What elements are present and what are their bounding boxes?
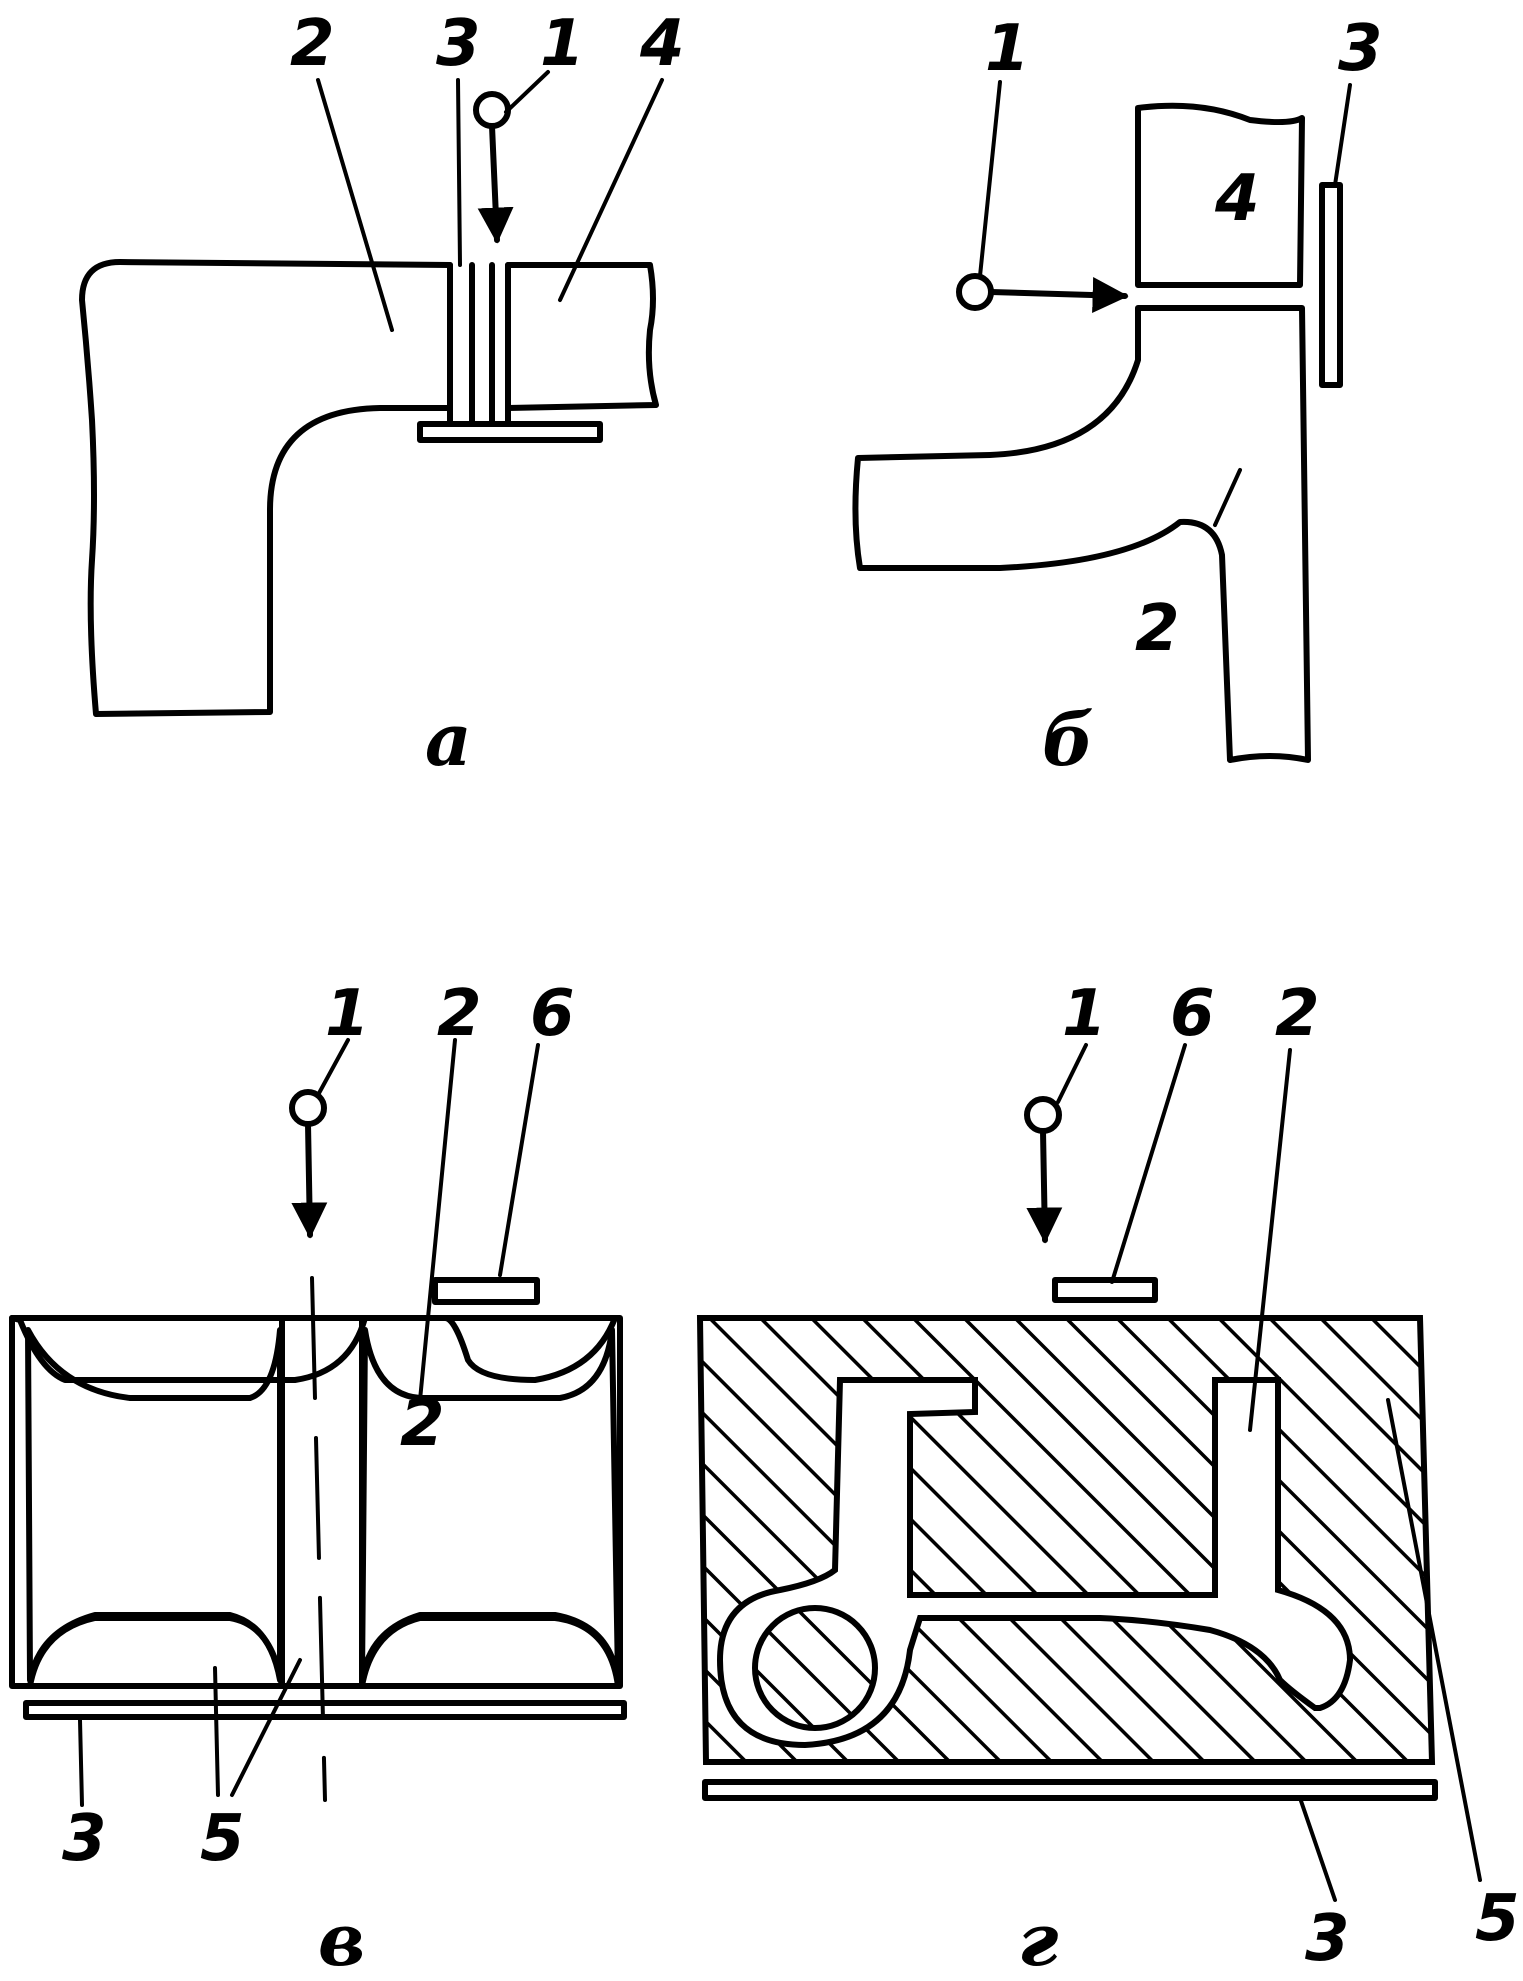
panel-g: 1 6 2 3 5 г — [696, 977, 1520, 1981]
hatched-mold-body — [696, 1315, 1436, 1765]
label-1: 1 — [540, 7, 585, 81]
hatched-bottom-left — [27, 1615, 285, 1689]
thin-gap-channel — [447, 262, 511, 427]
label-6: 6 — [530, 977, 575, 1051]
label-2: 2 — [437, 977, 482, 1051]
label-2-inner: 2 — [400, 1387, 445, 1461]
film-detector-3 — [702, 1779, 1438, 1801]
label-3: 3 — [62, 1802, 107, 1876]
radiation-source-1 — [956, 273, 1129, 314]
leader-lines — [316, 70, 664, 332]
leader-lines — [1056, 1043, 1482, 1902]
caption-v: в — [318, 1897, 365, 1981]
label-1: 1 — [985, 12, 1030, 86]
film-detector-3 — [1319, 182, 1343, 388]
label-2: 2 — [1275, 977, 1320, 1051]
part-2-left-body — [79, 259, 453, 717]
panel-v: 1 2 6 2 3 5 в — [9, 977, 627, 1981]
label-3: 3 — [436, 7, 481, 81]
part-4-upper-block — [1135, 102, 1305, 288]
label-5: 5 — [200, 1802, 245, 1876]
hatched-bottom-right — [359, 1615, 621, 1689]
label-1: 1 — [1062, 977, 1107, 1051]
round-core — [752, 1605, 878, 1731]
radiation-source-1 — [473, 91, 514, 244]
leader-lines — [78, 1038, 540, 1807]
leader-lines — [978, 80, 1352, 527]
label-3: 3 — [1338, 12, 1383, 86]
caption-a: а — [425, 697, 472, 782]
part-2-lower-body — [852, 305, 1311, 763]
label-6: 6 — [1170, 977, 1215, 1051]
label-2: 2 — [1135, 592, 1180, 666]
radiation-source-1 — [1024, 1096, 1063, 1244]
panel-b: 1 4 3 2 б — [852, 12, 1383, 782]
caption-b: б — [1042, 697, 1094, 782]
caption-g: г — [1018, 1897, 1059, 1981]
label-2: 2 — [290, 7, 335, 81]
film-detector-3 — [23, 1700, 627, 1720]
detector-6 — [432, 1277, 540, 1305]
radiation-source-1 — [289, 1089, 328, 1802]
label-5: 5 — [1475, 1882, 1520, 1956]
detector-6 — [1052, 1277, 1158, 1303]
label-4: 4 — [1214, 162, 1260, 236]
label-3: 3 — [1305, 1902, 1350, 1976]
part-4-right-body — [505, 262, 659, 411]
film-detector-3 — [417, 421, 603, 443]
label-4: 4 — [639, 7, 685, 81]
label-1: 1 — [325, 977, 370, 1051]
panel-a: 2 3 1 4 а — [79, 7, 685, 782]
hatched-top-band — [9, 1315, 618, 1383]
